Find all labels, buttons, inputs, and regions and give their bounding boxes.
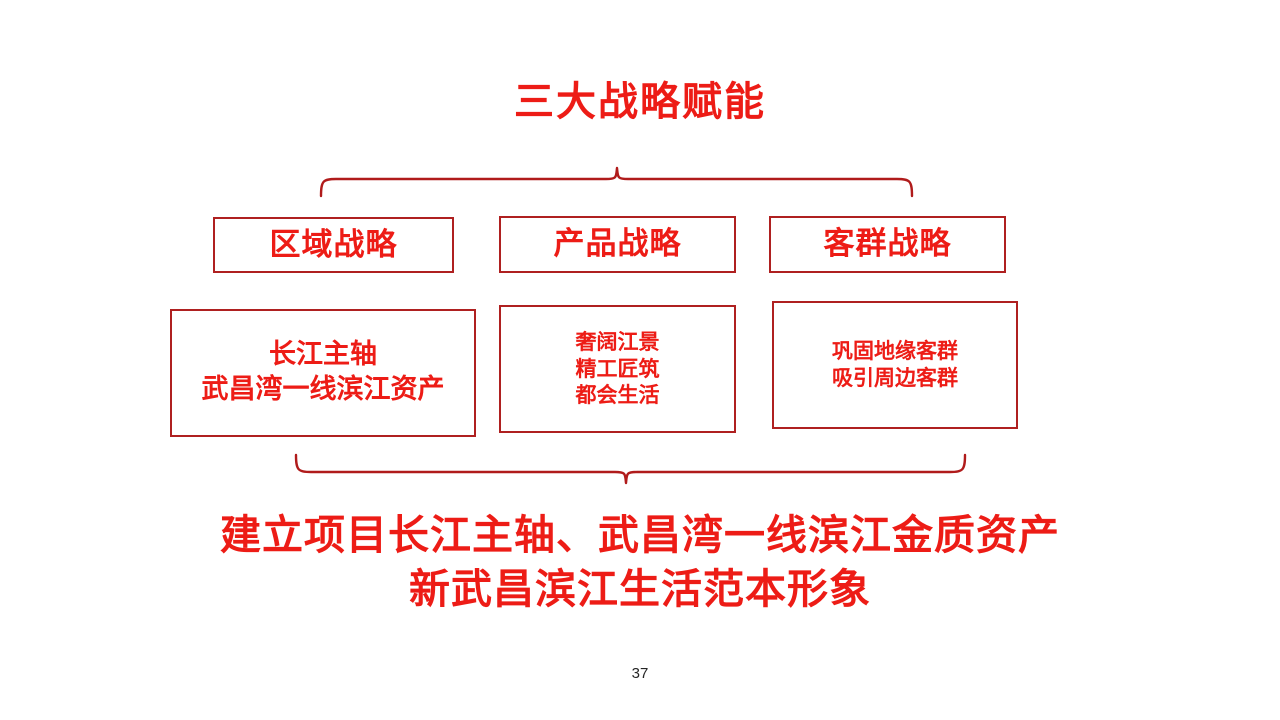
strategy-header-label: 区域战略 <box>269 226 398 263</box>
strategy-header-label: 产品战略 <box>553 226 682 262</box>
strategy-content-box-regional[interactable]: 长江主轴 武昌湾一线滨江资产 <box>170 309 476 437</box>
conclusion-line-2: 新武昌滨江生活范本形象 <box>409 565 871 614</box>
strategy-header-box-product[interactable]: 产品战略 <box>499 216 736 273</box>
bottom-brace-icon <box>294 453 967 485</box>
strategy-content-line: 精工匠筑 <box>575 356 660 381</box>
page-title: 三大战略赋能 <box>514 79 766 125</box>
strategy-header-box-regional[interactable]: 区域战略 <box>213 217 454 273</box>
strategy-content-line: 长江主轴 <box>269 339 377 371</box>
strategy-content-line: 武昌湾一线滨江资产 <box>201 374 445 405</box>
strategy-content-line: 都会生活 <box>575 383 660 408</box>
strategy-content-line: 吸引周边客群 <box>832 366 958 390</box>
strategy-header-label: 客群战略 <box>823 226 952 262</box>
strategy-content-line: 奢阔江景 <box>575 329 660 354</box>
conclusion-line-1: 建立项目长江主轴、武昌湾一线滨江金质资产 <box>220 511 1060 559</box>
page-number: 37 <box>631 665 649 682</box>
strategy-content-box-product[interactable]: 奢阔江景 精工匠筑 都会生活 <box>499 305 736 433</box>
top-brace-icon <box>319 166 914 198</box>
strategy-content-box-customer[interactable]: 巩固地缘客群 吸引周边客群 <box>772 301 1018 429</box>
conclusion-block: 建立项目长江主轴、武昌湾一线滨江金质资产 新武昌滨江生活范本形象 <box>0 508 1280 616</box>
strategy-header-box-customer[interactable]: 客群战略 <box>769 216 1006 273</box>
strategy-content-line: 巩固地缘客群 <box>832 339 958 364</box>
